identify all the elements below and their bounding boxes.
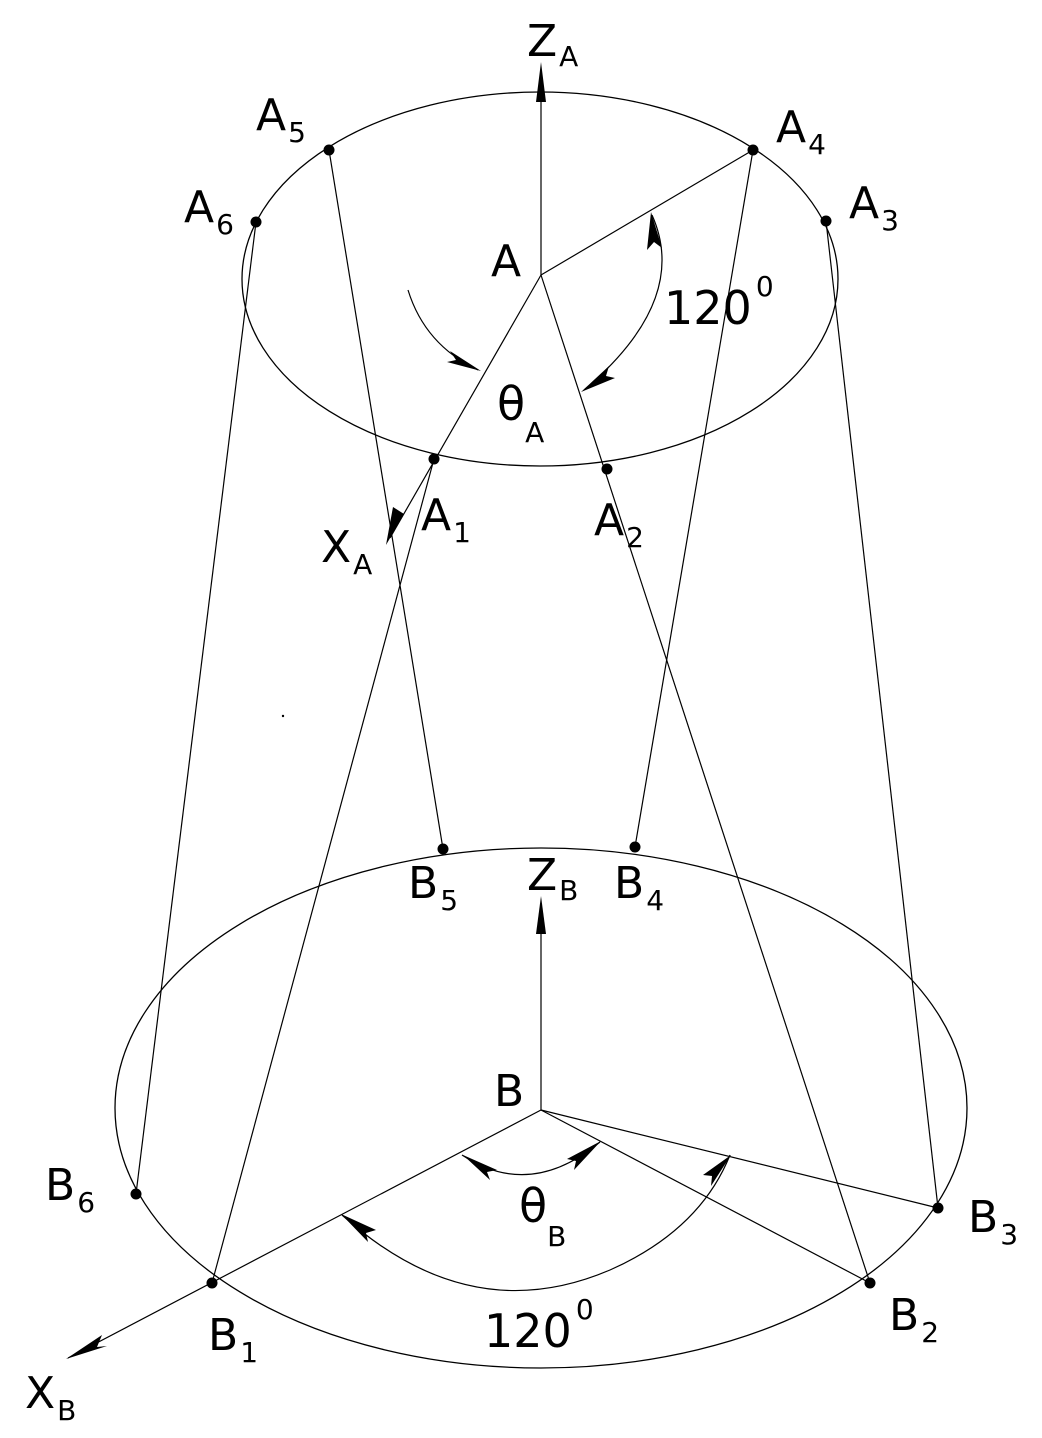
label-a6: A6	[184, 182, 234, 241]
label-theta-a: θA	[497, 377, 544, 449]
xa-arrowhead	[386, 507, 404, 545]
label-a2: A2	[594, 495, 644, 554]
label-a3: A3	[849, 178, 899, 237]
theta-a-arc	[407, 289, 479, 371]
label-a: A	[491, 236, 521, 287]
joint-a1	[428, 453, 440, 465]
joint-a4	[747, 144, 759, 156]
label-zb: ZB	[527, 850, 578, 907]
label-theta-b: θB	[519, 1179, 566, 1253]
label-a4: A4	[776, 102, 826, 161]
label-b6: B6	[45, 1160, 95, 1219]
a-to-a4-line	[540, 149, 754, 276]
joint-b2	[864, 1277, 876, 1289]
a-to-xa-line	[389, 274, 542, 539]
joint-a5	[323, 144, 335, 156]
a-to-b2-line	[540, 274, 871, 1284]
b-to-b2-line	[540, 1109, 871, 1284]
xb-arrowhead	[66, 1335, 107, 1359]
label-b1: B1	[208, 1310, 258, 1369]
label-a5: A5	[256, 90, 306, 149]
b-to-xb-line	[67, 1109, 542, 1359]
angle-120-top-arrowhead-up	[647, 212, 662, 250]
label-b4: B4	[614, 858, 664, 917]
label-b: B	[494, 1066, 524, 1117]
leg-a5-b5	[328, 149, 444, 850]
leg-a6-b6	[135, 221, 257, 1195]
joint-a2	[601, 463, 613, 475]
joint-b1	[206, 1277, 218, 1289]
joint-b3	[932, 1202, 944, 1214]
label-b3: B3	[968, 1192, 1018, 1251]
angle-120-base-arrowhead-left	[341, 1214, 376, 1242]
angle-120-base-arrowhead-right	[703, 1155, 731, 1186]
angle-120-base-arc	[341, 1154, 731, 1292]
joint-a3	[820, 215, 832, 227]
theta-b-arrowhead-left	[463, 1155, 497, 1180]
zb-arrowhead	[536, 896, 546, 934]
theta-b-arrowhead-right	[567, 1141, 601, 1170]
za-arrowhead	[536, 62, 546, 102]
label-b2: B2	[889, 1290, 939, 1349]
label-za: ZA	[527, 16, 578, 73]
theta-a-arrowhead	[447, 351, 481, 371]
leg-a3-b3	[825, 220, 939, 1209]
leg-a1-b1	[211, 458, 435, 1284]
label-b5: B5	[408, 858, 458, 917]
joint-b4	[629, 841, 641, 853]
joint-a6	[250, 216, 262, 228]
joint-b6	[130, 1188, 142, 1200]
angle-120-top-arrowhead-down	[581, 366, 615, 392]
base-platform-circle	[114, 847, 968, 1369]
label-xb: XB	[25, 1368, 76, 1427]
stray-dot	[281, 714, 285, 718]
label-a1: A1	[421, 490, 471, 549]
leg-a4-b4	[634, 149, 754, 848]
b-to-b3-line	[540, 1109, 939, 1209]
label-xa: XA	[321, 522, 372, 581]
joint-b5	[437, 843, 449, 855]
